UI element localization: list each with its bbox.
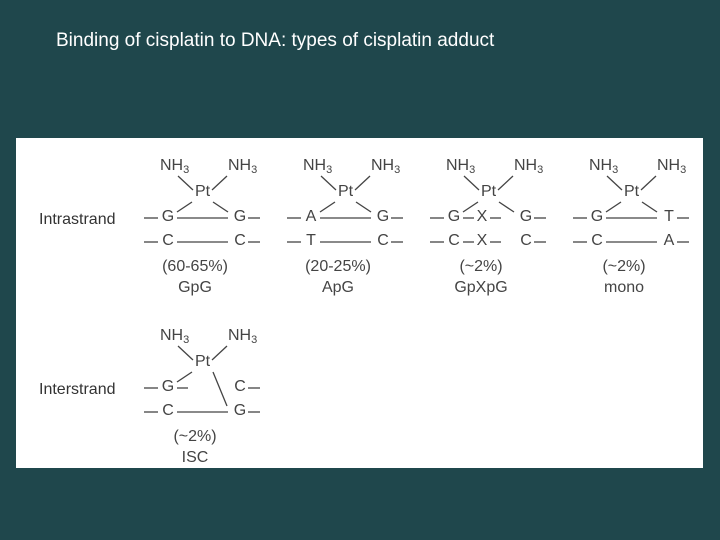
base-bottom-1: C — [162, 232, 174, 249]
base-bottom-2: A — [663, 232, 675, 249]
bond-lines — [573, 175, 689, 243]
bond-pt-base2 — [212, 201, 229, 213]
platinum-label: Pt — [624, 183, 640, 200]
adduct-percent: (~2%) — [459, 258, 503, 275]
bond-nh3-right — [354, 175, 371, 191]
base-bottom-2: C — [520, 232, 532, 249]
bond-nh3-right — [640, 175, 657, 191]
row-label-intrastrand: Intrastrand — [39, 211, 116, 228]
adduct-name: GpG — [178, 279, 212, 296]
bond-pt-base2 — [641, 201, 658, 213]
bond-pt-base2 — [498, 201, 515, 213]
base-top-1: G — [161, 208, 175, 225]
bond-lines — [287, 175, 403, 243]
platinum-label: Pt — [481, 183, 497, 200]
bond-lines — [144, 345, 260, 413]
nh3-right: NH3 — [228, 157, 258, 176]
bond-nh3-right — [211, 175, 228, 191]
bond-nh3-left — [320, 175, 337, 191]
nh3-left: NH3 — [589, 157, 619, 176]
base-bottom-2: C — [377, 232, 389, 249]
nh3-left: NH3 — [160, 157, 190, 176]
nh3-right: NH3 — [657, 157, 687, 176]
bond-nh3-right — [497, 175, 514, 191]
base-top-2: C — [234, 378, 246, 395]
bond-pt-base1 — [605, 201, 622, 213]
adduct-percent: (~2%) — [602, 258, 646, 275]
base-bottom-2: C — [234, 232, 246, 249]
platinum-label: Pt — [195, 353, 211, 370]
bond-nh3-left — [177, 175, 194, 191]
nh3-right: NH3 — [514, 157, 544, 176]
bond-pt-base2 — [212, 371, 228, 407]
base-top-2: G — [233, 208, 247, 225]
base-bottom-1: C — [448, 232, 460, 249]
adduct-percent: (60-65%) — [162, 258, 228, 275]
adduct-name: GpXpG — [454, 279, 508, 296]
base-bottom-mid: X — [476, 232, 488, 249]
adduct-name: mono — [603, 279, 645, 296]
adduct-percent: (~2%) — [173, 428, 217, 445]
bond-nh3-right — [211, 345, 228, 361]
bond-nh3-left — [606, 175, 623, 191]
base-bottom-1: C — [591, 232, 603, 249]
bond-pt-base1 — [319, 201, 336, 213]
nh3-left: NH3 — [160, 327, 190, 346]
base-bottom-2: G — [233, 402, 247, 419]
base-top-1: G — [590, 208, 604, 225]
base-top-mid: X — [476, 208, 488, 225]
bond-nh3-left — [463, 175, 480, 191]
nh3-right: NH3 — [228, 327, 258, 346]
row-label-interstrand: Interstrand — [39, 381, 116, 398]
bond-pt-base2 — [355, 201, 372, 213]
bond-lines — [430, 175, 546, 243]
nh3-left: NH3 — [303, 157, 333, 176]
nh3-left: NH3 — [446, 157, 476, 176]
base-top-2: T — [664, 208, 674, 225]
slide-title: Binding of cisplatin to DNA: types of ci… — [56, 30, 495, 51]
bond-lines — [144, 175, 260, 243]
bond-pt-base1 — [462, 201, 479, 213]
base-top-2: G — [519, 208, 533, 225]
base-bottom-1: C — [162, 402, 174, 419]
adduct-name: ApG — [321, 279, 354, 296]
base-bottom-1: T — [306, 232, 316, 249]
base-top-1: G — [447, 208, 461, 225]
bond-nh3-left — [177, 345, 194, 361]
adduct-percent: (20-25%) — [305, 258, 371, 275]
bond-pt-base1 — [176, 371, 193, 383]
platinum-label: Pt — [195, 183, 211, 200]
base-top-1: G — [161, 378, 175, 395]
nh3-right: NH3 — [371, 157, 401, 176]
base-top-2: G — [376, 208, 390, 225]
platinum-label: Pt — [338, 183, 354, 200]
base-top-1: A — [305, 208, 317, 225]
bond-pt-base1 — [176, 201, 193, 213]
adduct-name: ISC — [181, 449, 209, 466]
